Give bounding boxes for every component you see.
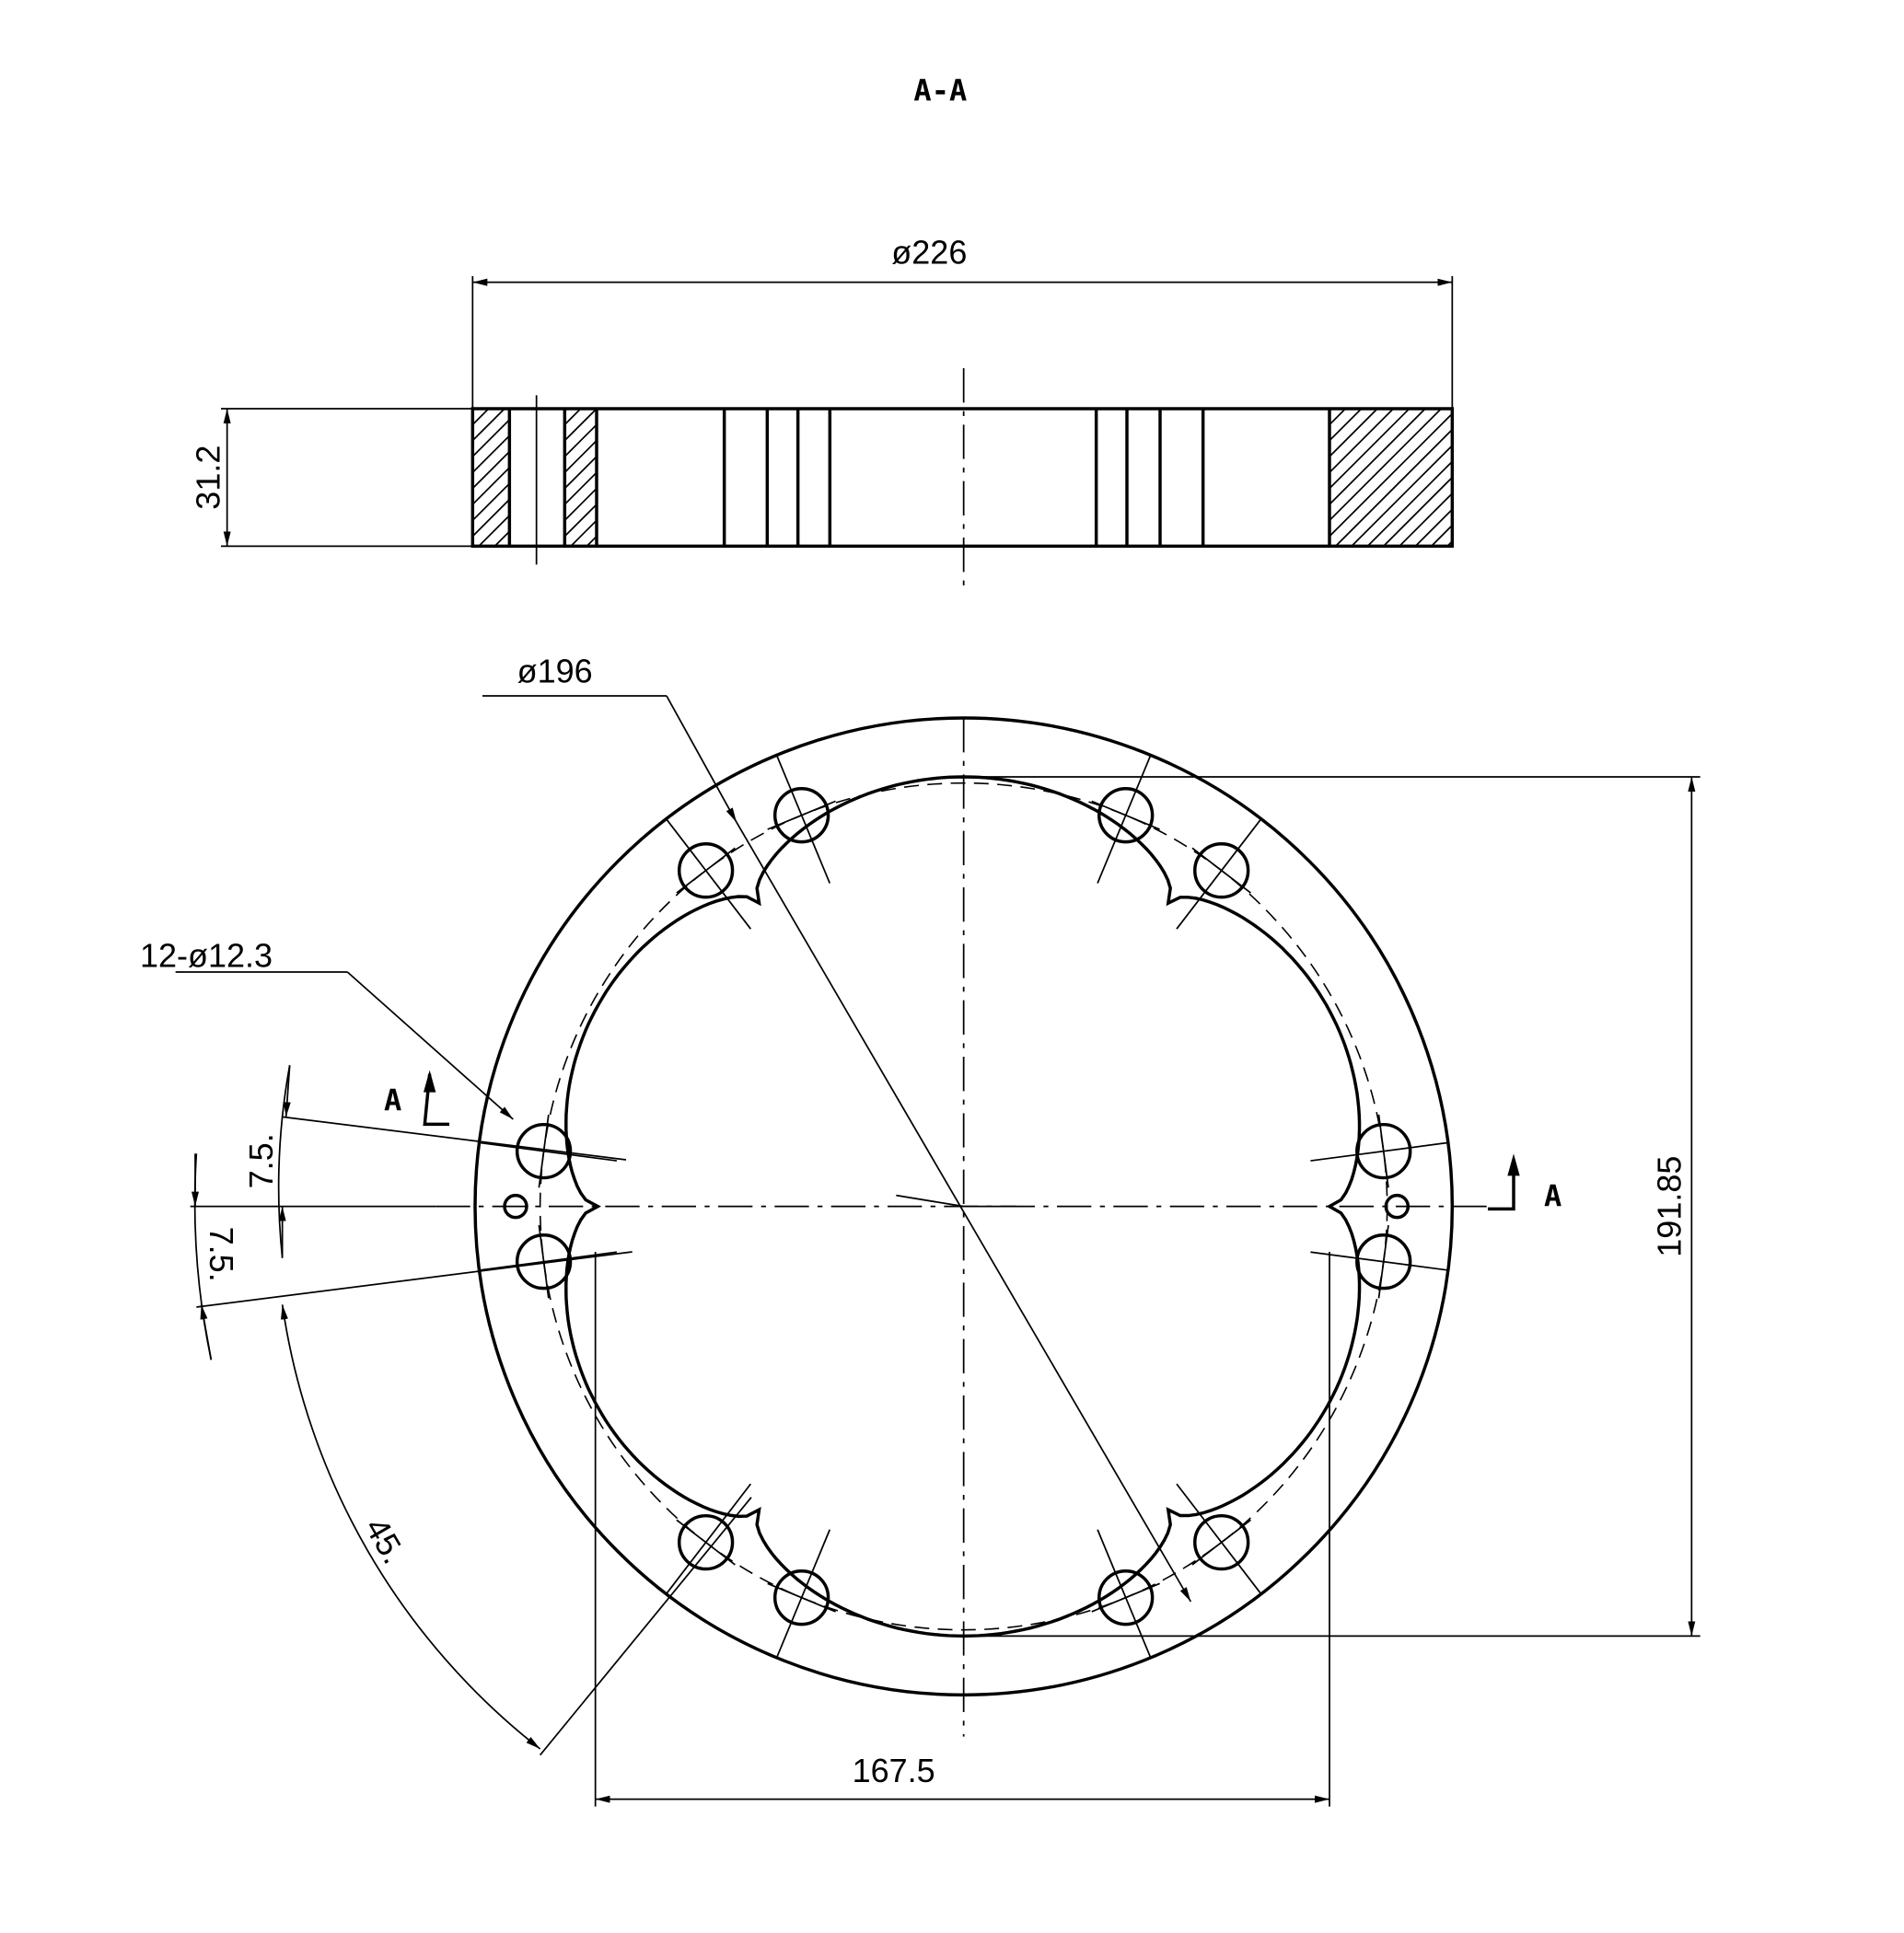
hole-tangent-line xyxy=(1377,1114,1389,1188)
hatch-line xyxy=(471,419,510,457)
diameter-226-label: ø226 xyxy=(891,234,967,272)
hatch-line xyxy=(1431,525,1453,547)
thickness-label: 31.2 xyxy=(190,446,227,510)
bolt-circle-label: ø196 xyxy=(517,652,593,689)
svg-text:A: A xyxy=(384,1083,401,1118)
hatch-line xyxy=(570,519,598,547)
hatch-line xyxy=(1329,408,1378,457)
hole-tangent-line xyxy=(767,800,836,830)
bolt-hole xyxy=(1193,842,1250,899)
hatch-line xyxy=(1414,508,1453,547)
bolt-circle-leader xyxy=(666,695,737,823)
bolt-hole xyxy=(677,1513,735,1571)
hatch-line xyxy=(563,408,598,442)
hatch-line xyxy=(563,408,582,425)
hatch-line xyxy=(563,456,598,490)
hatch-line xyxy=(563,440,598,473)
hatch-line xyxy=(471,467,510,505)
section-outline xyxy=(470,407,1455,549)
bolt-hole xyxy=(1097,787,1155,844)
bolt-hole xyxy=(772,1568,830,1626)
hole-tangent-line xyxy=(676,1519,736,1566)
section-marker-left: A xyxy=(384,1070,449,1127)
plan-view: ø196 12-ø12.3 191.85 167.5 7.5. 7.5. 45. xyxy=(140,652,1701,1807)
hatch-line xyxy=(1329,408,1442,521)
hatch-line xyxy=(478,515,510,547)
hole-tangent-line xyxy=(767,1582,836,1613)
hole-tangent-line xyxy=(538,1224,550,1299)
hatch-line xyxy=(1329,408,1346,425)
bolt-hole xyxy=(1355,1122,1412,1180)
hatch-line xyxy=(1329,408,1363,442)
hatch-line xyxy=(563,504,598,538)
hatch-line xyxy=(1329,408,1411,490)
hole-tangent-line xyxy=(1377,1224,1389,1299)
holes-leader xyxy=(346,971,514,1120)
hatch-line xyxy=(471,482,510,521)
hatch-line xyxy=(563,488,598,521)
hatch-line xyxy=(563,423,598,457)
bolt-hole xyxy=(515,1233,573,1291)
angle-arc-45 xyxy=(281,1304,541,1750)
hole-tangent-line xyxy=(1191,847,1251,894)
width-label: 167.5 xyxy=(853,1752,935,1789)
hatch-line xyxy=(1383,477,1453,547)
hole-radial-line xyxy=(775,1529,831,1659)
hole-radial-line xyxy=(665,1483,752,1595)
hole-radial-line xyxy=(1097,1529,1152,1659)
section-title: A-A xyxy=(913,73,967,108)
hole-radial-line xyxy=(1310,1141,1448,1162)
inner-lobed-profile xyxy=(564,775,1362,1638)
hole-radial-line xyxy=(665,818,752,930)
angle-upper-label: 7.5. xyxy=(242,1133,280,1188)
hole-radial-line xyxy=(1176,818,1262,930)
hatch-line xyxy=(1399,492,1453,547)
hatch-line xyxy=(586,536,598,547)
bolt-hole xyxy=(1097,1568,1155,1626)
hatch-line xyxy=(471,434,510,473)
angle-pitch-label: 45. xyxy=(358,1511,414,1570)
hatch-line xyxy=(1335,429,1453,547)
hole-radial-line xyxy=(775,755,831,884)
hole-tangent-line xyxy=(538,1114,550,1188)
angle-lower-label: 7.5. xyxy=(203,1227,240,1282)
bolt-hole xyxy=(772,787,830,844)
bolt-hole xyxy=(1193,1513,1250,1571)
hatch-line xyxy=(493,530,510,547)
hole-radial-line xyxy=(479,1251,618,1271)
hatch-line xyxy=(1329,412,1453,538)
hole-tangent-line xyxy=(1091,1582,1160,1613)
angle-arc-upper xyxy=(277,1065,291,1258)
hatch-line xyxy=(471,451,510,490)
height-label: 191.85 xyxy=(1650,1156,1688,1257)
hole-tangent-line xyxy=(676,847,736,894)
section-marker-right: A xyxy=(1488,1153,1562,1214)
hatch-line xyxy=(471,408,490,425)
bolt-hole xyxy=(677,842,735,899)
bolt-hole xyxy=(1355,1233,1412,1291)
hole-radial-line xyxy=(479,1141,618,1162)
hole-radial-line xyxy=(1176,1483,1262,1595)
hole-radial-line xyxy=(1097,755,1152,884)
hatch-line xyxy=(1329,408,1394,473)
hatch-line xyxy=(471,499,510,538)
section-hatching xyxy=(471,408,1453,547)
holes-label: 12-ø12.3 xyxy=(140,937,273,975)
bolt-hole xyxy=(515,1122,573,1180)
bolt-holes xyxy=(479,755,1448,1659)
section-hole-lines xyxy=(507,409,1331,547)
hole-tangent-line xyxy=(1191,1519,1251,1566)
hatch-line xyxy=(563,471,598,505)
hatch-line xyxy=(1329,408,1426,505)
hatch-line xyxy=(1351,445,1453,547)
hole-radial-line xyxy=(1310,1251,1448,1271)
hatch-line xyxy=(1366,460,1453,547)
hole-tangent-line xyxy=(1091,800,1160,830)
hatch-line xyxy=(471,408,505,442)
svg-text:A: A xyxy=(1544,1179,1562,1214)
section-view: ø226 31.2 xyxy=(190,234,1455,592)
